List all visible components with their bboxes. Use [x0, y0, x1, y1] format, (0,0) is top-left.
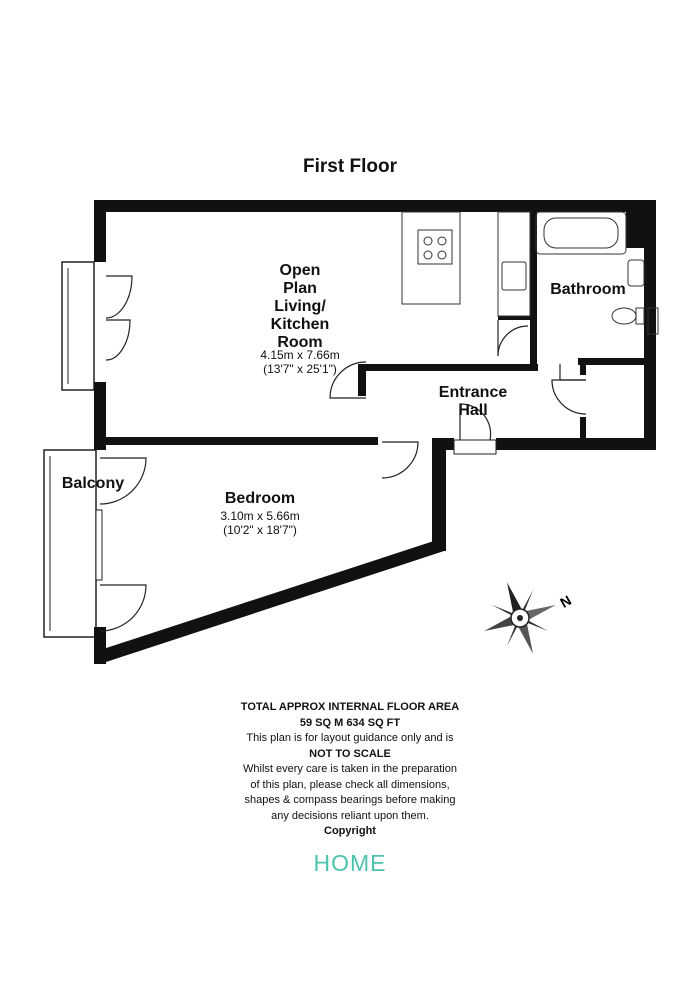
bathroom-fixtures [535, 211, 659, 335]
balcony-label: Balcony [61, 475, 125, 492]
note-line-5: any decisions reliant upon them. [271, 809, 429, 822]
note-line-1: This plan is for layout guidance only an… [246, 732, 454, 744]
floor-title: First Floor [303, 156, 397, 177]
scale-note: NOT TO SCALE [309, 747, 391, 760]
living-room-dim-imperial: (13'7" x 25'1") [263, 362, 337, 376]
area-title: TOTAL APPROX INTERNAL FLOOR AREA [240, 701, 460, 713]
interior-walls [100, 212, 650, 445]
kitchen-island [401, 211, 531, 317]
note-line-2: Whilst every care is taken in the prepar… [243, 763, 457, 775]
living-balcony-rail [61, 261, 95, 391]
doors [99, 275, 587, 632]
copyright: Copyright [324, 825, 376, 837]
area-value: 59 SQ M 634 SQ FT [299, 716, 401, 729]
compass-rose [484, 582, 556, 654]
floor-area-notes: TOTAL APPROX INTERNAL FLOOR AREA 59 SQ M… [150, 700, 550, 840]
living-room-dim-metric: 4.15m x 7.66m [260, 348, 340, 362]
compass-north-label: N [557, 592, 574, 611]
bedroom-dim-imperial: (10'2" x 18'7") [223, 523, 297, 537]
note-line-3: of this plan, please check all dimension… [250, 778, 450, 791]
entrance-hall-label: Entrance Hall [438, 384, 508, 419]
floor-plan: N [43, 200, 659, 664]
bathroom-label: Bathroom [550, 281, 626, 298]
home-logo: HOME [313, 850, 387, 876]
outer-walls [94, 200, 656, 664]
note-line-4: shapes & compass bearings before making [244, 794, 456, 806]
living-room-label: Open Plan Living/ Kitchen Room [270, 262, 330, 351]
bedroom-label: Bedroom [224, 490, 296, 507]
bedroom-dim-metric: 3.10m x 5.66m [220, 509, 300, 523]
